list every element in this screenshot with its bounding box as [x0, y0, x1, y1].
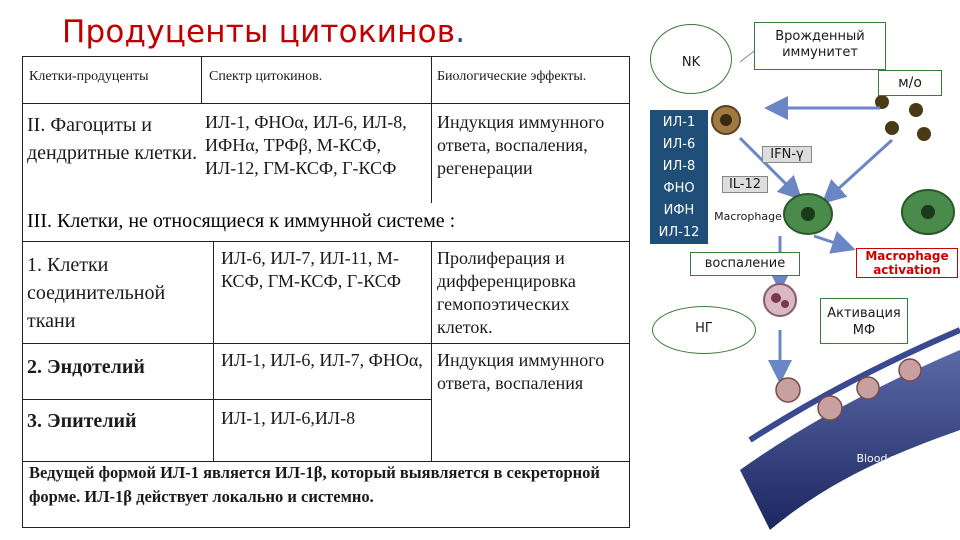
cytokine-list-box: ИЛ-1 ИЛ-6 ИЛ-8 ФНО ИФН ИЛ-12 — [650, 110, 708, 244]
microorganism-label: м/о — [878, 70, 942, 96]
row-connective-producers: 1. Клетки соединительной ткани — [27, 254, 166, 332]
blood-vessel — [740, 350, 960, 530]
row-epithelium-cytokines: ИЛ-1, ИЛ-6,ИЛ-8 — [221, 408, 356, 428]
page-title: Продуценты цитокинов. — [62, 14, 466, 50]
immune-diagram: NK Врожденный иммунитет м/о ИЛ-1 ИЛ-6 ИЛ… — [630, 0, 960, 540]
il12-label: IL-12 — [722, 176, 768, 193]
footer-note: Ведущей формой ИЛ-1 является ИЛ-1β, кото… — [29, 463, 600, 506]
row-connective-cytokines: ИЛ-6, ИЛ-7, ИЛ-11, М-КСФ, ГМ-КСФ, Г-КСФ — [221, 248, 401, 291]
row-connective-effects: Пролиферация и дифференцировка гемопоэти… — [437, 248, 576, 337]
header-cytokines: Спектр цитокинов. — [209, 69, 323, 84]
row-epithelium-producers: 3. Эпителий — [27, 410, 137, 432]
mf-activation-label: Активация МФ — [820, 298, 908, 344]
nk-label: NK — [650, 24, 732, 94]
section2-cytokines: ИЛ-1, ФНОα, ИЛ-6, ИЛ-8, ИФНα, ТРФβ, М-КС… — [205, 112, 407, 178]
ifn-gamma-label: IFN-γ — [762, 146, 812, 163]
section2-producers: II. Фагоциты и дендритные клетки. — [27, 114, 198, 164]
cytokine-table: Клетки-продуценты Спектр цитокинов. Биол… — [22, 56, 630, 528]
microorganism-icons — [875, 95, 931, 141]
row-endothelium-cytokines: ИЛ-1, ИЛ-6, ИЛ-7, ФНОα, — [221, 350, 423, 370]
vessel-cells — [775, 358, 922, 421]
macrophage-activation-label: Macrophage activation — [856, 248, 958, 278]
row-endothelium-effects: Индукция иммунного ответа, воспаления — [437, 350, 605, 393]
innate-immunity-label: Врожденный иммунитет — [754, 22, 886, 70]
header-producers: Клетки-продуценты — [29, 69, 149, 84]
macrophage-label: Macrophage — [714, 210, 782, 223]
ng-label: НГ — [652, 306, 756, 354]
blood-vessel-label: Blood vessel — [856, 452, 926, 465]
section3-title: III. Клетки, не относящиеся к иммунной с… — [27, 210, 456, 232]
inflammation-label: воспаление — [690, 252, 800, 276]
row-endothelium-producers: 2. Эндотелий — [27, 356, 145, 378]
section2-effects: Индукция иммунного ответа, воспаления, р… — [437, 112, 605, 178]
header-effects: Биологические эффекты. — [437, 69, 587, 84]
table-header: Клетки-продуценты Спектр цитокинов. Биол… — [23, 57, 629, 104]
